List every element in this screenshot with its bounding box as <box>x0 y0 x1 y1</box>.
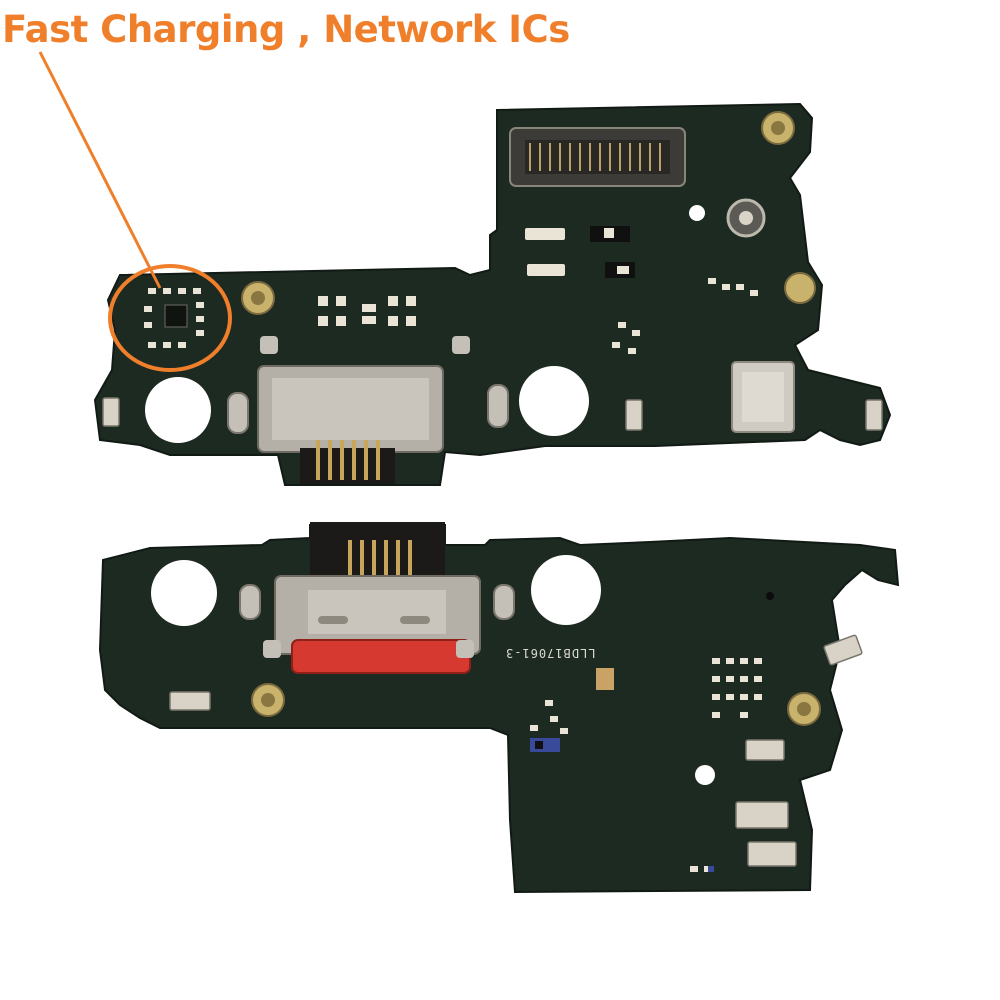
usb-c-port <box>257 365 444 484</box>
usb-c-port-rear <box>274 522 481 674</box>
annotation-pointer-line <box>38 51 162 289</box>
bottom-charging-board <box>98 522 900 894</box>
annotation-circle <box>108 264 232 372</box>
charging-ic-cluster <box>144 288 204 348</box>
annotation-label: Fast Charging , Network ICs <box>2 8 570 51</box>
red-gasket <box>291 639 471 674</box>
top-charging-board <box>93 102 892 486</box>
silkscreen-text: LLDB17061-3 <box>505 646 596 660</box>
bottom-board-pcb <box>98 524 900 894</box>
annotation-callout <box>38 51 232 372</box>
mount-pad <box>784 272 816 304</box>
